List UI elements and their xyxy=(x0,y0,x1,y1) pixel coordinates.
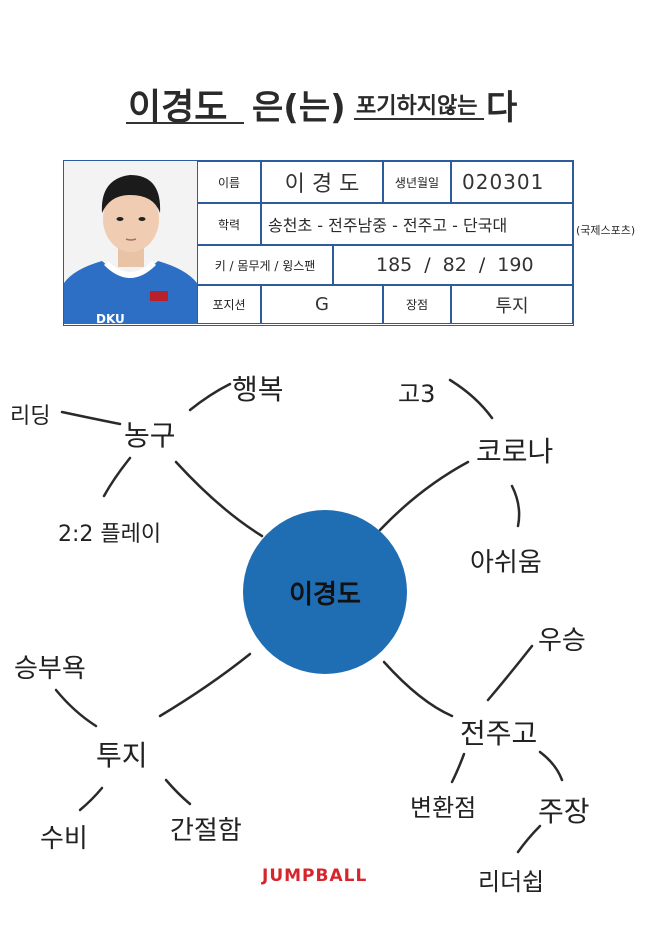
player-photo: DKU xyxy=(64,161,197,324)
title-ending: 다 xyxy=(486,88,518,128)
title-phrase-underline xyxy=(354,118,484,120)
node-jeonju-high: 전주고 xyxy=(460,717,538,750)
line-basketball-reading xyxy=(60,410,122,426)
label-name: 이름 xyxy=(217,175,241,190)
label-position-cell: 포지션 xyxy=(197,285,261,324)
profile-table: DKU 이름 이 경 도 생년월일 020301 학력 송천초 - 전주남중 -… xyxy=(63,160,574,326)
value-body-cell: 185 / 82 / 190 xyxy=(333,245,573,285)
value-name: 이 경 도 xyxy=(284,172,360,197)
node-leadership: 리더쉽 xyxy=(478,868,545,896)
label-birthdate-cell: 생년월일 xyxy=(383,161,451,203)
value-height: 185 xyxy=(376,254,413,276)
line-captain-leadership xyxy=(516,824,542,854)
line-center-jeonjuhigh xyxy=(382,660,454,718)
line-basketball-happiness xyxy=(188,382,232,412)
node-earnest: 간절함 xyxy=(170,816,242,846)
line-grit-earnest xyxy=(164,778,192,806)
title-particle: 은(는) xyxy=(252,88,346,128)
line-jeonjuhigh-victory xyxy=(486,644,534,702)
value-strength-cell: 투지 xyxy=(451,285,573,324)
value-education-cell: 송천초 - 전주남중 - 전주고 - 단국대 xyxy=(261,203,573,245)
line-corona-regret xyxy=(510,484,521,528)
node-regret: 아쉬움 xyxy=(470,548,542,578)
title-name: 이경도 xyxy=(128,87,228,128)
label-strength-cell: 장점 xyxy=(383,285,451,324)
node-high3: 고3 xyxy=(398,380,436,408)
center-label: 이경도 xyxy=(289,579,361,610)
value-education-note: (국제스포츠) xyxy=(576,224,636,237)
line-jeonjuhigh-captain xyxy=(538,750,564,782)
label-body-cell: 키 / 몸무게 / 윙스팬 xyxy=(197,245,333,285)
node-defense: 수비 xyxy=(40,824,88,854)
node-victory: 우승 xyxy=(538,626,586,656)
line-grit-winning xyxy=(54,688,98,728)
line-corona-high3 xyxy=(448,378,494,420)
label-birthdate: 생년월일 xyxy=(394,175,440,190)
svg-text:DKU: DKU xyxy=(96,312,125,324)
separator-slash-1: / xyxy=(424,254,431,276)
value-birthdate-cell: 020301 xyxy=(451,161,573,203)
node-happiness: 행복 xyxy=(232,373,284,406)
separator-slash-2: / xyxy=(478,254,486,276)
node-corona: 코로나 xyxy=(476,435,554,468)
value-birthdate: 020301 xyxy=(462,170,545,194)
value-position: G xyxy=(315,294,329,315)
value-strength: 투지 xyxy=(495,295,529,317)
line-jeonjuhigh-turning xyxy=(450,752,466,784)
value-wingspan: 190 xyxy=(497,254,534,276)
node-captain: 주장 xyxy=(538,795,590,828)
title-phrase: 포기하지않는 xyxy=(356,94,478,119)
label-position: 포지션 xyxy=(212,298,246,312)
value-position-cell: G xyxy=(261,285,383,324)
node-grit: 투지 xyxy=(96,739,148,772)
jumpball-logo: JUMPBALL xyxy=(262,866,368,886)
value-weight: 82 xyxy=(442,254,467,276)
node-winning-desire: 승부욕 xyxy=(14,654,86,684)
label-body: 키 / 몸무게 / 윙스팬 xyxy=(214,258,316,273)
line-basketball-play22 xyxy=(102,456,132,498)
line-center-corona xyxy=(378,460,470,532)
line-center-grit xyxy=(158,652,252,718)
label-education: 학력 xyxy=(217,217,241,232)
page-title: 이경도 은(는) 포기하지않는 다 xyxy=(0,78,658,128)
player-portrait-icon: DKU xyxy=(64,161,197,324)
node-play22: 2:2 플레이 xyxy=(58,522,162,547)
node-basketball: 농구 xyxy=(124,419,176,452)
label-name-cell: 이름 xyxy=(197,161,261,203)
label-strength: 장점 xyxy=(405,298,429,312)
line-grit-defense xyxy=(78,786,104,812)
label-education-cell: 학력 xyxy=(197,203,261,245)
node-reading: 리딩 xyxy=(10,404,51,429)
title-name-underline xyxy=(126,122,244,124)
value-name-cell: 이 경 도 xyxy=(261,161,383,203)
line-center-basketball xyxy=(174,460,264,538)
node-turning-point: 변환점 xyxy=(410,794,477,822)
mindmap-center-node: 이경도 xyxy=(243,510,407,674)
value-education: 송천초 - 전주남중 - 전주고 - 단국대 xyxy=(268,216,508,235)
